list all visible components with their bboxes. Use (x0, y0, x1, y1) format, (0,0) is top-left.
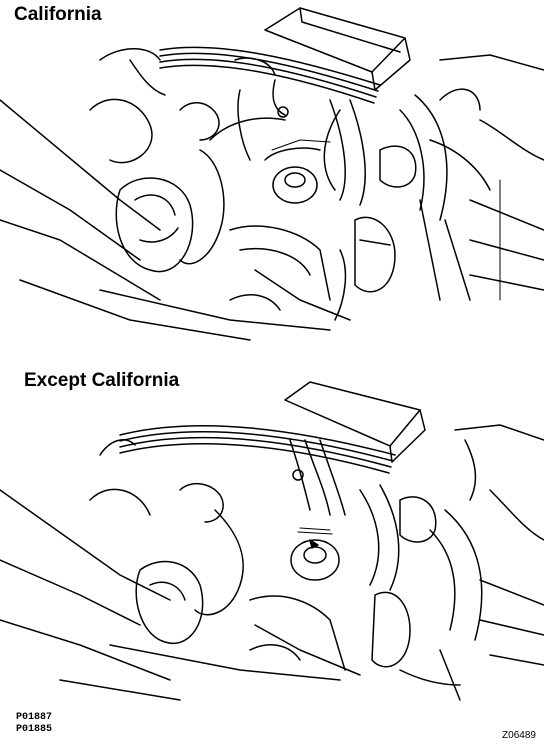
panel-title-except-california: Except California (24, 370, 180, 391)
figure-number: Z06489 (502, 730, 536, 741)
engine-diagram-except-california (0, 381, 544, 701)
engine-diagram-california (0, 7, 544, 341)
reference-code-1: P01887 (16, 712, 53, 723)
panel-title-california: California (14, 4, 102, 25)
reference-code-2: P01885 (16, 724, 53, 735)
